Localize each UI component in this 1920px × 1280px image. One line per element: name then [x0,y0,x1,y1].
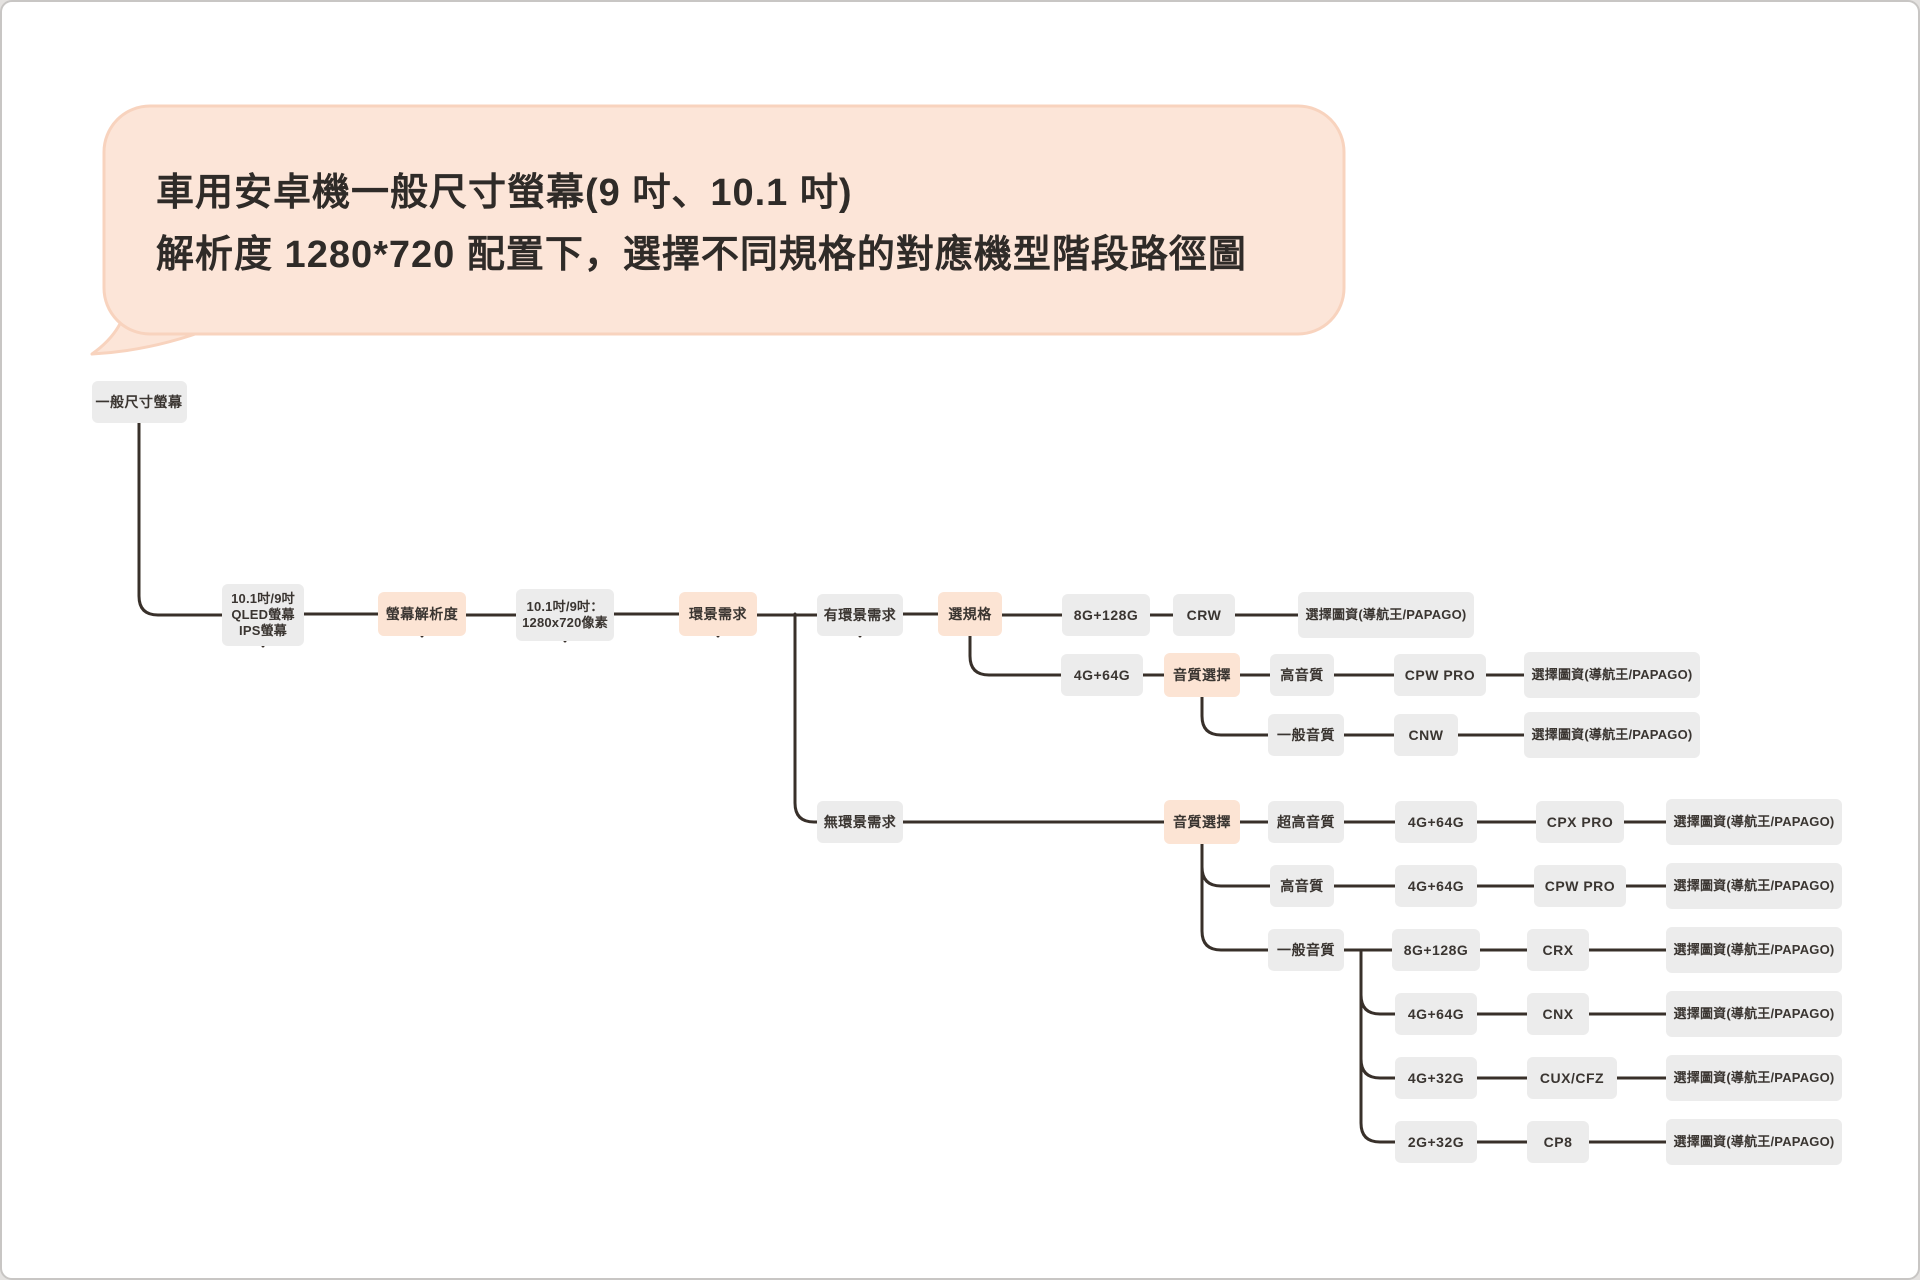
node-spec-4g64g-1: 4G+64G [1061,654,1143,696]
node-high-quality-2: 高音質 [1270,865,1334,907]
node-res-step: 螢幕解析度 [378,592,466,636]
node-map-8: 選擇圖資(導航王/PAPAGO) [1666,1055,1842,1101]
node-ultra-quality: 超高音質 [1268,801,1344,843]
node-high-quality-1: 高音質 [1270,654,1334,696]
node-model-cnx: CNX [1527,993,1589,1035]
node-model-cpxpro: CPX PRO [1536,801,1624,843]
node-map-3: 選擇圖資(導航王/PAPAGO) [1524,712,1700,758]
node-with-surround: 有環景需求 [817,594,903,636]
node-screen-spec: 10.1吋/9吋 QLED螢幕 IPS螢幕 [222,584,304,646]
node-normal-quality-2: 一般音質 [1268,929,1344,971]
node-surround-need: 環景需求 [679,592,757,636]
node-model-cp8: CP8 [1527,1121,1589,1163]
edge-sound-select-1--normal-quality-1 [1200,695,1270,737]
node-spec-8g128g-1: 8G+128G [1062,594,1150,636]
edge-sound-select-2--normal-quality-2 [1200,842,1270,952]
page-title: 車用安卓機一般尺寸螢幕(9 吋、10.1 吋) 解析度 1280*720 配置下… [156,162,1247,286]
node-normal-quality-1: 一般音質 [1268,714,1344,756]
node-model-crx: CRX [1527,929,1589,971]
node-spec-4g64g-3: 4G+64G [1395,865,1477,907]
node-map-5: 選擇圖資(導航王/PAPAGO) [1666,863,1842,909]
node-sound-select-2: 音質選擇 [1164,800,1240,844]
node-spec-4g32g: 4G+32G [1395,1057,1477,1099]
node-map-2: 選擇圖資(導航王/PAPAGO) [1524,652,1700,698]
node-spec-2g32g: 2G+32G [1395,1121,1477,1163]
node-spec-8g128g-2: 8G+128G [1392,929,1480,971]
node-map-6: 選擇圖資(導航王/PAPAGO) [1666,927,1842,973]
node-sound-select-1: 音質選擇 [1164,653,1240,697]
node-res-value: 10.1吋/9吋： 1280x720像素 [516,589,614,641]
node-map-7: 選擇圖資(導航王/PAPAGO) [1666,991,1842,1037]
title-line-2: 解析度 1280*720 配置下，選擇不同規格的對應機型階段路徑圖 [156,234,1247,276]
node-spec-4g64g-4: 4G+64G [1395,993,1477,1035]
node-map-9: 選擇圖資(導航王/PAPAGO) [1666,1119,1842,1165]
edge-normal-quality-2--spec-2g32g [1359,948,1397,1144]
edge-choose-spec--spec-4g64g-1 [968,634,1063,677]
node-model-cpwpro-2: CPW PRO [1534,865,1626,907]
edge-surround-need--no-surround [793,612,819,824]
node-model-cnw: CNW [1394,714,1458,756]
node-spec-4g64g-2: 4G+64G [1395,801,1477,843]
node-choose-spec: 選規格 [938,592,1002,636]
node-map-1: 選擇圖資(導航王/PAPAGO) [1298,592,1474,638]
node-no-surround: 無環景需求 [817,801,903,843]
node-root: 一般尺寸螢幕 [91,381,187,423]
node-model-cpwpro-1: CPW PRO [1394,654,1486,696]
edge-root--screen-spec [137,421,224,617]
bubble-body [102,104,1346,336]
node-model-crw: CRW [1173,594,1235,636]
node-map-4: 選擇圖資(導航王/PAPAGO) [1666,799,1842,845]
title-bubble [90,104,1346,356]
node-model-cuxcfz: CUX/CFZ [1527,1057,1617,1099]
title-line-1: 車用安卓機一般尺寸螢幕(9 吋、10.1 吋) [156,172,853,214]
